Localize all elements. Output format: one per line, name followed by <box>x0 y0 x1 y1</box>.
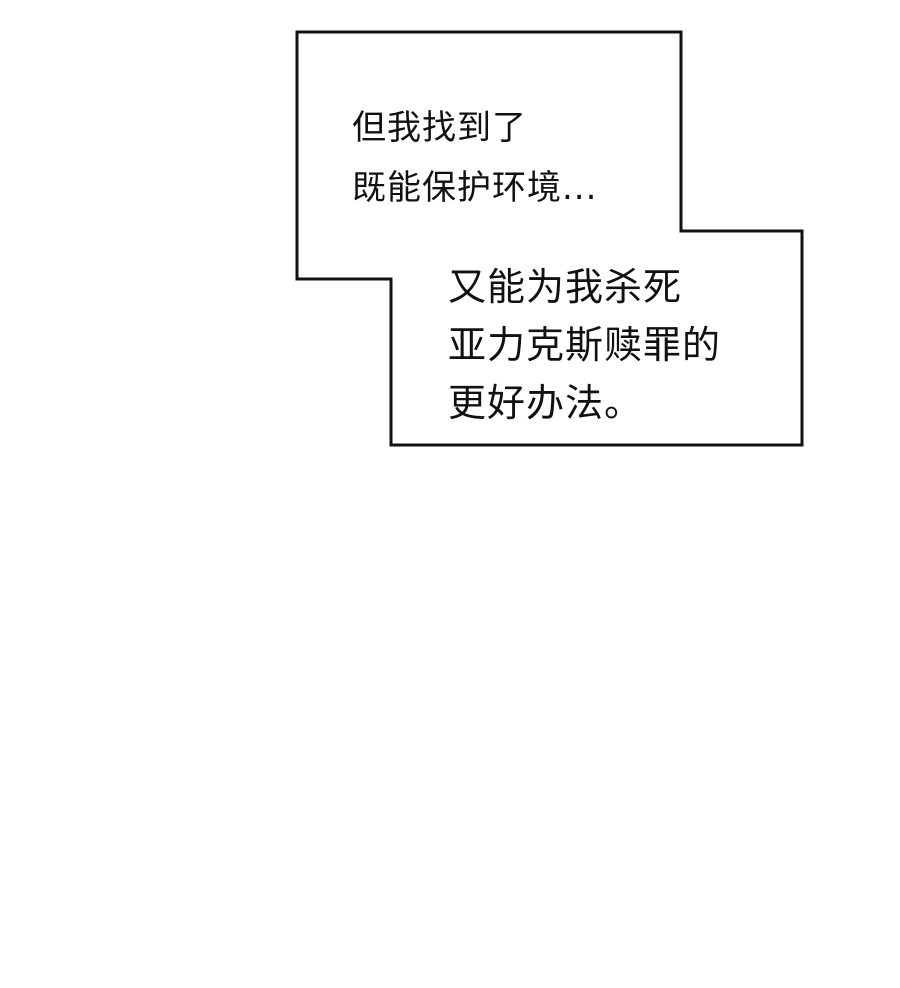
caption-line: 亚力克斯赎罪的 <box>448 323 722 367</box>
caption-box-shape <box>295 30 804 447</box>
caption-line: 既能保护环境... <box>352 168 598 208</box>
caption-line: 更好办法。 <box>448 381 644 425</box>
caption-text-lower: 又能为我杀死 亚力克斯赎罪的 更好办法。 <box>448 258 721 432</box>
caption-line: 又能为我杀死 <box>448 265 683 309</box>
caption-text-upper: 但我找到了 既能保护环境... <box>352 98 597 218</box>
caption-line: 但我找到了 <box>352 108 527 148</box>
